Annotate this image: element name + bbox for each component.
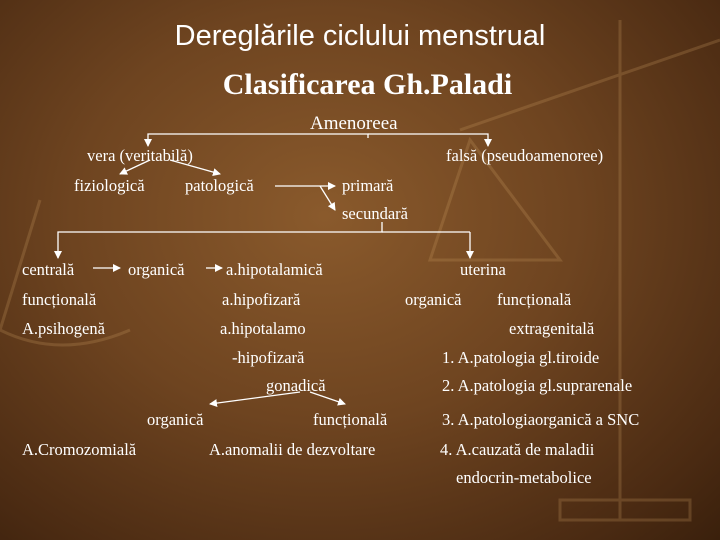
node-organica-centrala: organică xyxy=(128,260,185,279)
node-psihogena: A.psihogenă xyxy=(22,319,105,338)
node-vera: vera (veritabilă) xyxy=(87,146,193,165)
node-amenoreea: Amenoreea xyxy=(310,113,398,134)
node-primara: primară xyxy=(342,176,394,195)
node-hipofizara-2: -hipofizară xyxy=(232,348,305,367)
node-organica-gonadica: organică xyxy=(147,410,204,429)
node-organica-uterina: organică xyxy=(405,290,462,309)
slide-subtitle: Clasificarea Gh.Paladi xyxy=(222,68,513,101)
node-uterina: uterina xyxy=(460,260,506,279)
extragenitala-item-1: 1. A.patologia gl.tiroide xyxy=(442,348,600,367)
extragenitala-item-4: 4. A.cauzată de maladii xyxy=(440,440,595,459)
node-fiziologica: fiziologică xyxy=(74,176,145,195)
node-gonadica: gonadică xyxy=(266,376,326,395)
node-hipotalamica: a.hipotalamică xyxy=(226,260,323,279)
node-functionala-centrala: funcțională xyxy=(22,290,97,309)
node-hipofizara: a.hipofizară xyxy=(222,290,301,309)
node-anomalii: A.anomalii de dezvoltare xyxy=(209,440,376,459)
node-cromozomiala: A.Cromozomială xyxy=(22,440,137,459)
extragenitala-item-4-cont: endocrin-metabolice xyxy=(456,468,592,487)
extragenitala-item-3: 3. A.patologiaorganică a SNC xyxy=(442,410,640,429)
node-secundara: secundară xyxy=(342,204,408,223)
node-functionala-gonadica: funcțională xyxy=(313,410,388,429)
node-functionala-uterina: funcțională xyxy=(497,290,572,309)
node-hipotalamo: a.hipotalamo xyxy=(220,319,306,338)
node-centrala: centrală xyxy=(22,260,75,279)
slide-title: Dereglările ciclului menstrual xyxy=(174,20,546,52)
node-extragenitala: extragenitală xyxy=(509,319,595,338)
extragenitala-item-2: 2. A.patologia gl.suprarenale xyxy=(442,376,633,395)
node-patologica: patologică xyxy=(185,176,254,195)
node-falsa: falsă (pseudoamenoree) xyxy=(446,146,604,165)
